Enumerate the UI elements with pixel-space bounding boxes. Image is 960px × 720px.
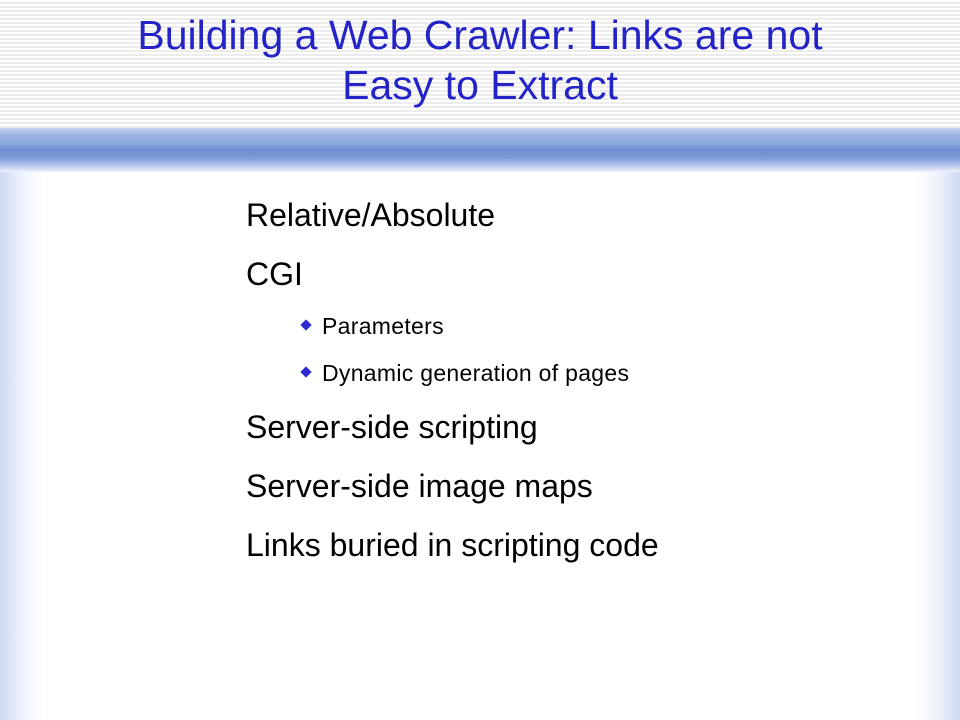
sub-bullet-parameters: Parameters bbox=[246, 312, 806, 341]
sub-bullet-label: Parameters bbox=[322, 313, 444, 339]
sub-bullet-label: Dynamic generation of pages bbox=[322, 360, 630, 386]
diamond-bullet-icon bbox=[300, 319, 312, 331]
diamond-bullet-icon bbox=[300, 366, 312, 378]
slide-title-line-2: Easy to Extract bbox=[342, 62, 618, 108]
bullet-server-side-image-maps: Server-side image maps bbox=[246, 468, 593, 504]
bullet-list: Relative/Absolute CGI Parameters Dynamic… bbox=[246, 196, 806, 585]
sub-bullet-dynamic-generation: Dynamic generation of pages bbox=[246, 359, 806, 388]
slide-title-line-1: Building a Web Crawler: Links are not bbox=[137, 12, 823, 58]
bullet-relative-absolute: Relative/Absolute bbox=[246, 197, 496, 233]
bullet-links-in-scripting-code: Links buried in scripting code bbox=[246, 527, 659, 563]
bullet-server-side-scripting: Server-side scripting bbox=[246, 409, 538, 445]
title-band: Building a Web Crawler: Links are not Ea… bbox=[0, 0, 960, 128]
title-accent-bar bbox=[0, 128, 960, 172]
bullet-cgi: CGI bbox=[246, 256, 303, 292]
slide-title: Building a Web Crawler: Links are not Ea… bbox=[40, 10, 920, 110]
